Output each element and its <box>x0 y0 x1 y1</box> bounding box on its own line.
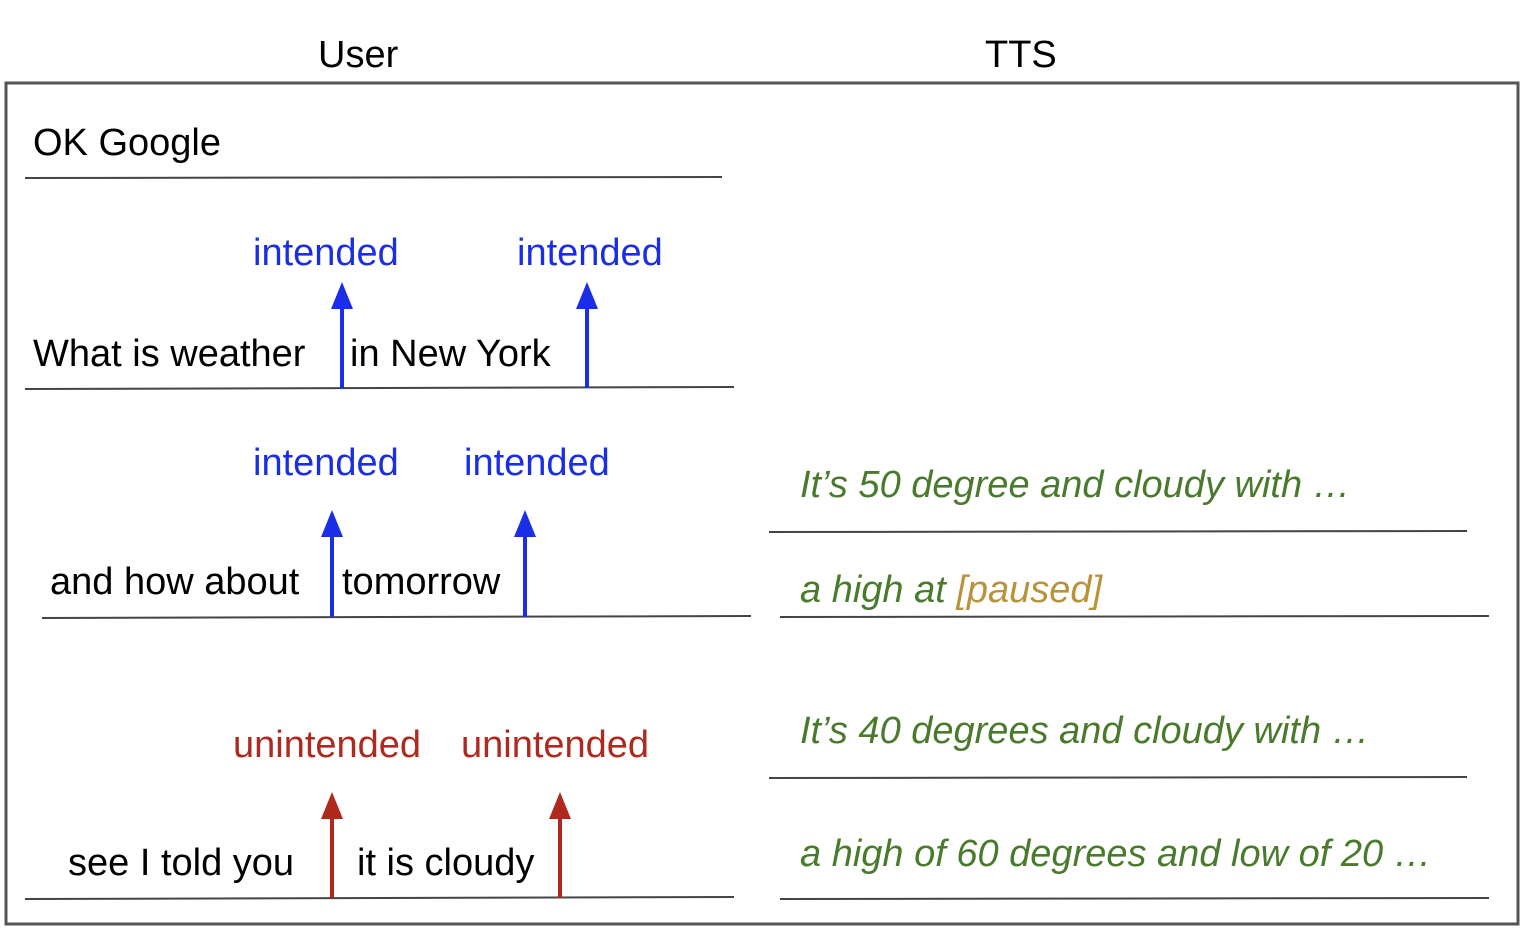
rule-tts-3 <box>768 776 1468 779</box>
tts-response-4: a high of 60 degrees and low of 20 … <box>800 833 1432 875</box>
tts-response-2: a high at [paused] <box>800 571 1102 609</box>
label-intended-2: intended <box>517 232 663 274</box>
label-unintended-1: unintended <box>233 724 422 766</box>
outer-frame <box>4 81 1520 926</box>
rule-ok-google <box>24 176 723 179</box>
label-intended-3: intended <box>253 442 399 484</box>
header-tts: TTS <box>985 34 1057 76</box>
rule-see-i-told-you <box>24 896 735 900</box>
rule-tts-2 <box>779 615 1490 618</box>
tts-response-2-text: a high at <box>800 569 957 611</box>
label-intended-1: intended <box>253 232 399 274</box>
tts-paused-marker: [paused] <box>956 569 1103 611</box>
rule-tts-1 <box>768 530 1468 533</box>
label-intended-4: intended <box>464 442 610 484</box>
tts-response-3: It’s 40 degrees and cloudy with … <box>800 710 1370 752</box>
user-utterance-ok-google: OK Google <box>33 122 221 164</box>
label-unintended-2: unintended <box>461 724 650 766</box>
user-segment-tomorrow: tomorrow <box>342 561 501 603</box>
header-user: User <box>318 34 399 76</box>
user-segment-see-i-told-you: see I told you <box>68 842 295 884</box>
user-segment-what-is-weather: What is weather <box>33 333 306 375</box>
user-segment-and-how-about: and how about <box>50 561 300 603</box>
user-segment-in-new-york: in New York <box>350 333 551 375</box>
tts-response-1: It’s 50 degree and cloudy with … <box>800 464 1351 506</box>
rule-and-how-about <box>41 615 752 619</box>
arrow-intended-1 <box>331 282 353 388</box>
rule-tts-4 <box>779 897 1490 900</box>
arrow-unintended-2 <box>549 792 571 898</box>
arrow-intended-3 <box>321 510 343 617</box>
user-segment-it-is-cloudy: it is cloudy <box>357 842 535 884</box>
arrow-intended-4 <box>514 510 536 617</box>
arrow-intended-2 <box>576 282 598 388</box>
arrow-unintended-1 <box>321 792 343 898</box>
rule-what-is-weather <box>24 386 735 390</box>
